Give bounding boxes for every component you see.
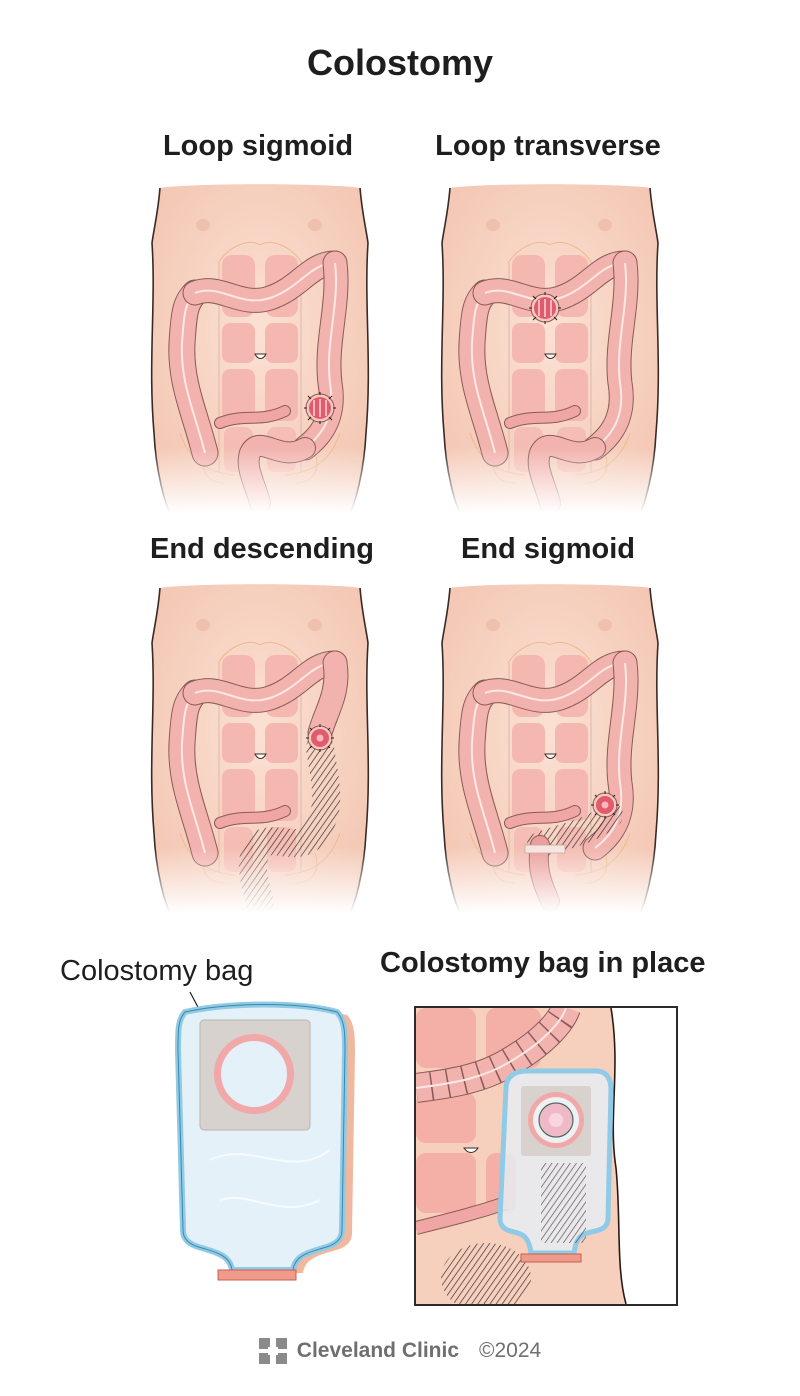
- brand-name: Cleveland Clinic: [296, 1339, 459, 1362]
- colostomy-bag-label: Colostomy bag: [60, 955, 254, 987]
- colostomy-bag-in-place-illustration: [414, 1006, 678, 1306]
- panel-title-end-sigmoid: End sigmoid: [461, 533, 635, 565]
- illustration-end-descending: [150, 583, 370, 913]
- footer: Cleveland Clinic ©2024: [0, 1338, 800, 1364]
- copyright: ©2024: [479, 1339, 542, 1362]
- panel-title-loop-transverse: Loop transverse: [435, 130, 661, 162]
- page-title: Colostomy: [306, 42, 493, 83]
- illustration-loop-transverse: [440, 183, 660, 513]
- colostomy-bag-in-place-title: Colostomy bag in place: [380, 947, 706, 979]
- colostomy-bag-illustration: [150, 990, 360, 1290]
- illustration-loop-sigmoid: [150, 183, 370, 513]
- illustration-end-sigmoid: [440, 583, 660, 913]
- cleveland-clinic-logo-icon: [258, 1338, 287, 1364]
- panel-title-loop-sigmoid: Loop sigmoid: [162, 130, 354, 162]
- panel-title-end-descending: End descending: [150, 533, 374, 565]
